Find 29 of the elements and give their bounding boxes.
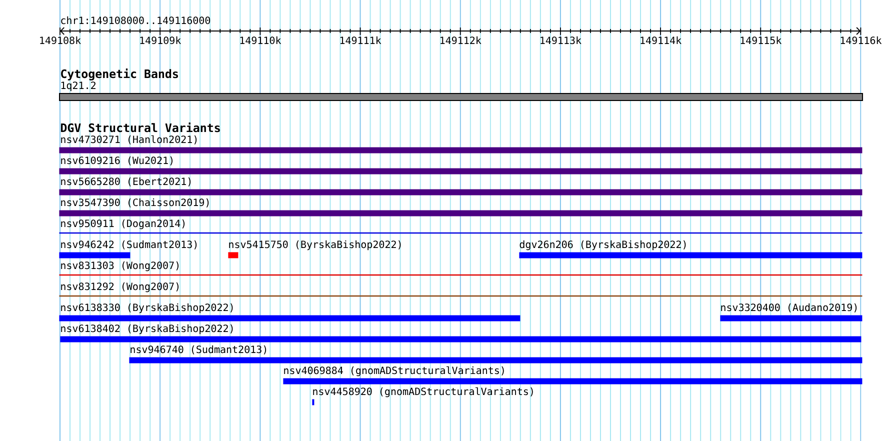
- tick-label: 149111k: [340, 36, 382, 44]
- variant-label: nsv6138402 (ByrskaBishop2022): [61, 324, 233, 334]
- variant-label: nsv5415750 (ByrskaBishop2022): [229, 240, 401, 250]
- variant-label: nsv831303 (Wong2007): [61, 261, 179, 272]
- ruler-title: chr1:149108000..149116000: [61, 16, 210, 24]
- tick-label: 149114k: [640, 36, 682, 44]
- variant-label: nsv4069884 (gnomADStructuralVariants): [284, 366, 504, 376]
- variant-label: nsv4458920 (gnomADStructuralVariants): [313, 387, 533, 398]
- tick-label: 149110k: [240, 36, 282, 44]
- tick-label: 149115k: [740, 36, 782, 44]
- variant-label: nsv946242 (Sudmant2013): [61, 240, 197, 250]
- variant-label: nsv946740 (Sudmant2013): [130, 345, 266, 354]
- variant-label: nsv950911 (Dogan2014): [61, 219, 185, 230]
- variant-label: nsv5665280 (Ebert2021): [61, 177, 191, 186]
- variant-label: nsv6138330 (ByrskaBishop2022): [61, 303, 233, 314]
- variant-label: nsv6109216 (Wu2021): [61, 156, 172, 166]
- variant-label: nsv831292 (Wong2007): [61, 282, 179, 292]
- variant-label: nsv3320400 (Audano2019): [721, 303, 857, 312]
- tick-label: 149108k: [40, 36, 81, 44]
- tick-label: 149113k: [540, 36, 582, 44]
- variant-label: nsv3547390 (Chaisson2019): [61, 198, 209, 208]
- tick-label: 149116k: [840, 36, 882, 44]
- band-label: 1q21.2: [61, 82, 96, 92]
- track-heading: DGV Structural Variants: [60, 122, 220, 132]
- tick-label: 149109k: [140, 36, 181, 44]
- variant-label: dgv26n206 (ByrskaBishop2022): [520, 240, 686, 250]
- track-heading: Cytogenetic Bands: [61, 68, 178, 80]
- variant-label: nsv4730271 (Hanlon2021): [61, 135, 197, 144]
- tick-label: 149112k: [440, 36, 482, 44]
